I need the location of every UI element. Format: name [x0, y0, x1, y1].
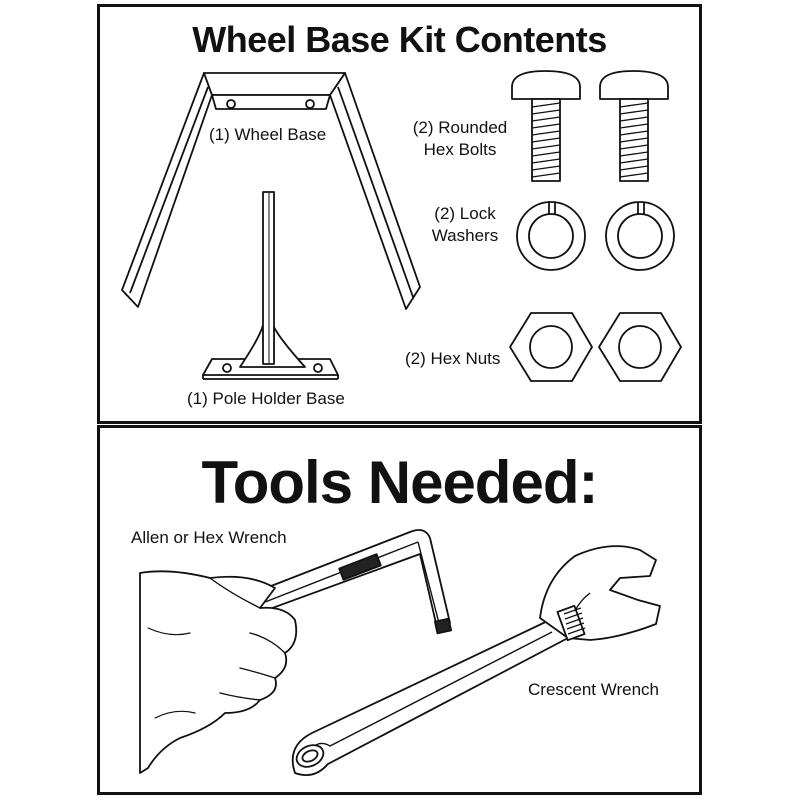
hex-bolts-label-line1: (2) Rounded	[412, 118, 508, 137]
pole-holder-base-label: (1) Pole Holder Base	[187, 389, 345, 408]
hex-bolts-label-line2: Hex Bolts	[423, 140, 497, 159]
crescent-wrench-label: Crescent Wrench	[528, 680, 660, 699]
pole-holder-base-icon	[100, 7, 699, 421]
kit-contents-panel: Wheel Base Kit Contents (1) Wheel Base	[97, 4, 702, 424]
hex-nut-icon	[100, 312, 682, 382]
allen-wrench-label: Allen or Hex Wrench	[131, 528, 287, 547]
wheel-base-icon	[100, 7, 699, 421]
tools-needed-panel: Tools Needed: Allen or Hex Wrench Cresce…	[97, 425, 702, 795]
hex-nuts-label: (2) Hex Nuts	[405, 349, 501, 368]
crescent-wrench-icon	[293, 546, 660, 775]
wheel-base-label: (1) Wheel Base	[209, 125, 327, 144]
kit-contents-title: Wheel Base Kit Contents	[192, 19, 607, 60]
lock-washers-label-line1: (2) Lock	[434, 204, 496, 223]
tools-needed-title: Tools Needed:	[201, 449, 599, 516]
allen-wrench-icon	[235, 530, 451, 633]
lock-washer-icon	[100, 201, 675, 271]
hand-icon	[140, 571, 296, 773]
hex-bolt-icon	[100, 70, 669, 182]
lock-washers-label-line2: Washers	[431, 226, 499, 245]
